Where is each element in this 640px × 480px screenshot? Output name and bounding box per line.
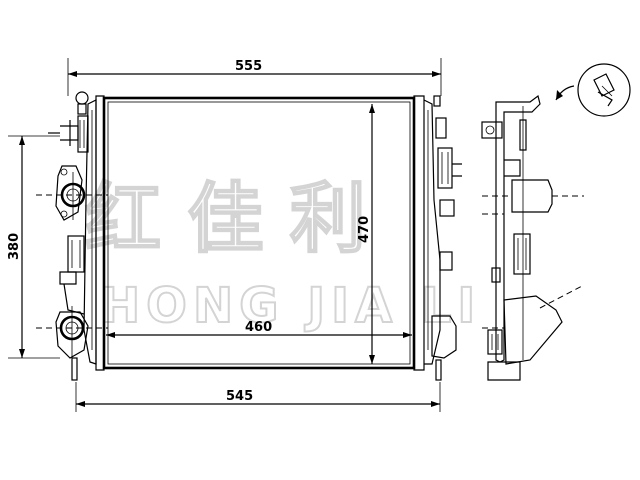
dimension-core-width: 460 [106, 320, 412, 338]
lower-hose-connector [36, 306, 108, 381]
left-tank [48, 91, 105, 371]
dim-label-base-width: 545 [226, 389, 253, 404]
dim-label-overall-width: 555 [235, 59, 262, 74]
right-tank [413, 95, 462, 381]
dimension-mount-height: 380 [7, 135, 60, 359]
dim-label-core-height: 470 [357, 216, 372, 243]
watermark: 红 佳 利 HONG JIA LI [84, 173, 476, 335]
dim-label-mount-height: 380 [7, 233, 22, 260]
view-direction-icon [555, 63, 631, 117]
dim-label-core-width: 460 [245, 320, 272, 335]
middle-bracket [59, 235, 85, 315]
upper-hose-connector [36, 165, 108, 221]
side-view [481, 94, 584, 381]
dimension-overall-width: 555 [67, 58, 442, 96]
dimension-base-width: 545 [75, 382, 441, 412]
dimension-core-height: 470 [357, 104, 375, 364]
watermark-chinese: 红 佳 利 [85, 174, 366, 263]
